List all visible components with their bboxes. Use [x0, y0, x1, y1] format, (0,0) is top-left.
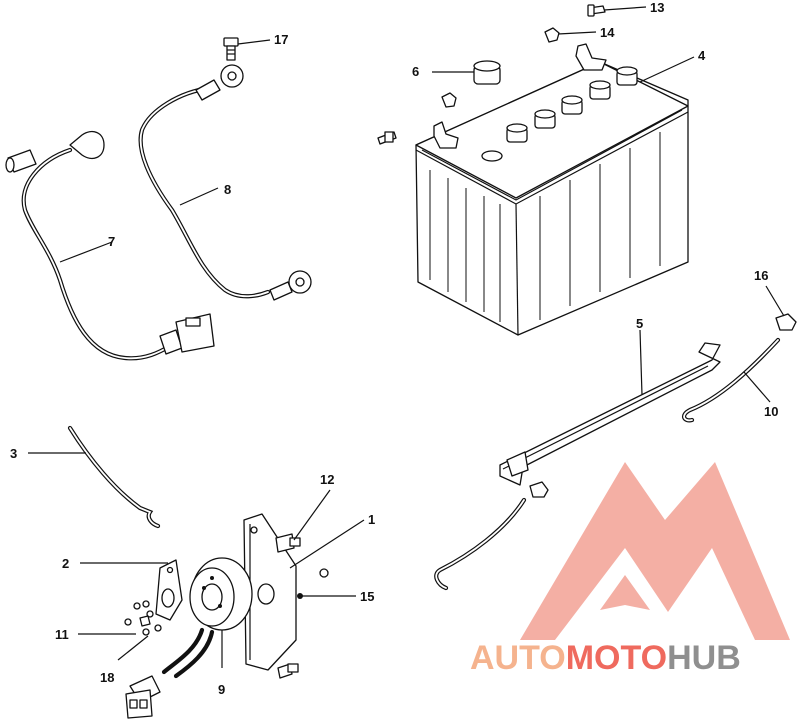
callout-7: 7: [108, 234, 115, 249]
callout-2: 2: [62, 556, 69, 571]
battery-cable-positive: [5, 131, 215, 361]
callout-3: 3: [10, 446, 17, 461]
watermark-text: AUTOMOTOHUB: [470, 639, 741, 677]
callout-13: 13: [650, 0, 664, 15]
svg-text:AUTOMOTOHUB: AUTOMOTOHUB: [470, 639, 741, 677]
callout-12: 12: [320, 472, 334, 487]
battery-cell-caps: [506, 66, 638, 143]
callout-4: 4: [698, 48, 706, 63]
stator-9: [125, 557, 253, 719]
rod-3: [67, 425, 161, 529]
callout-8: 8: [224, 182, 231, 197]
hold-down-rods: [434, 313, 797, 591]
bracket-2: [155, 559, 183, 621]
callout-16: 16: [754, 268, 768, 283]
callout-17: 17: [274, 32, 288, 47]
battery-cable-negative: [138, 64, 312, 301]
callout-5: 5: [636, 316, 643, 331]
watermark-moto: MOTO: [566, 639, 667, 677]
mounting-plate: [243, 513, 297, 671]
callout-18: 18: [100, 670, 114, 685]
callout-9: 9: [218, 682, 225, 697]
callout-1: 1: [368, 512, 375, 527]
bolt-17: [223, 37, 239, 61]
callout-15: 15: [360, 589, 374, 604]
battery-hardware: [377, 4, 606, 145]
callout-10: 10: [764, 404, 778, 419]
battery: [415, 43, 689, 336]
callout-11: 11: [55, 627, 69, 642]
callout-6: 6: [412, 64, 419, 79]
terminal-cap: [473, 60, 501, 85]
leader-lines: [28, 6, 785, 668]
watermark-hub: HUB: [667, 639, 741, 677]
small-fasteners: [124, 533, 329, 679]
callout-14: 14: [600, 25, 615, 40]
battery-hold-down: [499, 342, 721, 486]
callout-labels: 1 2 3 4 5 6 7 8 9 10 11 12 13 14 15 16 1…: [10, 0, 778, 697]
watermark-auto: AUTO: [470, 639, 566, 677]
watermark-logo: [520, 462, 790, 640]
